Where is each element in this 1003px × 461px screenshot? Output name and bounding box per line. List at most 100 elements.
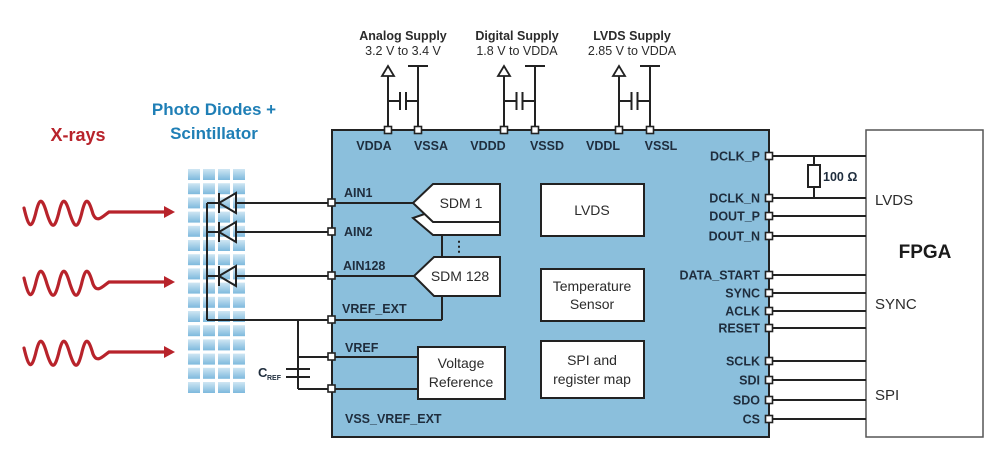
pin-vref-ext: [327, 315, 336, 324]
scintillator-cell: [218, 339, 230, 351]
xray-wave: [22, 199, 166, 227]
scintillator-cell: [203, 240, 215, 251]
scintillator-cell: [188, 353, 200, 365]
supply-arrow-icon: [496, 64, 512, 77]
scintillator-cell: [203, 183, 215, 195]
scintillator-cell: [218, 311, 230, 322]
scintillator-cell: [203, 382, 215, 393]
sdm1-block: [411, 183, 501, 223]
scintillator-cell: [218, 367, 230, 379]
pin-label-sync: SYNC: [725, 287, 760, 301]
supply-arrow-icon: [611, 64, 627, 77]
scintillator-cell: [188, 197, 200, 209]
pin-label-vssl: VSSL: [645, 139, 678, 153]
lvds-block-label: LVDS: [574, 202, 610, 218]
pin-label-reset: RESET: [718, 322, 760, 336]
scintillator-cell: [233, 296, 245, 308]
scintillator-cell: [188, 325, 200, 337]
scintillator-cell: [233, 240, 245, 251]
supply-analog-range: 3.2 V to 3.4 V: [365, 44, 441, 58]
scintillator-cell: [233, 325, 245, 337]
pin-vss-vref-ext: [327, 384, 336, 393]
scintillator-cell: [218, 353, 230, 365]
temperature-sensor-block: [540, 268, 645, 322]
pin-label-vss-vref-ext: VSS_VREF_EXT: [345, 412, 442, 426]
pin-vssl: [645, 125, 655, 135]
cref-subscript: REF: [267, 375, 282, 382]
spi-block-label-line2: register map: [553, 371, 631, 387]
scintillator-cell: [203, 296, 215, 308]
pin-sclk: [764, 356, 774, 366]
scintillator-cell: [233, 254, 245, 266]
sdm128-block: [412, 256, 501, 297]
pin-dclk-p: [764, 151, 774, 161]
photodiode-2: [217, 220, 237, 244]
pin-label-sdi: SDI: [739, 374, 760, 388]
scintillator-cell: [233, 282, 245, 294]
left-pin-markers: [327, 198, 336, 393]
pin-dclk-n: [764, 193, 774, 203]
scintillator-cell: [233, 169, 245, 180]
pin-aclk: [764, 306, 774, 316]
temperature-sensor-label-line2: Sensor: [570, 296, 615, 312]
fpga-group-sync: SYNC: [875, 296, 917, 313]
pin-label-dout-p: DOUT_P: [709, 210, 760, 224]
pin-sdi: [764, 375, 774, 385]
scintillator-cell: [188, 225, 200, 237]
fpga-group-spi: SPI: [875, 387, 899, 404]
pin-dout-p: [764, 211, 774, 221]
lvds-block: [540, 183, 645, 237]
scintillator-cell: [188, 169, 200, 180]
photodiode-1: [217, 191, 237, 215]
scintillator-cell: [218, 254, 230, 266]
pin-vssd: [530, 125, 540, 135]
scintillator-cell: [233, 268, 245, 280]
pin-label-ain1: AIN1: [344, 186, 373, 200]
scintillator-cell: [203, 211, 215, 223]
fpga-title: FPGA: [899, 242, 952, 263]
pin-label-cs: CS: [743, 413, 760, 427]
pin-vssa: [413, 125, 423, 135]
pin-vref: [327, 352, 336, 361]
voltage-reference-label-line1: Voltage: [438, 355, 485, 371]
scintillator-cell: [188, 296, 200, 308]
scintillator-cell: [203, 282, 215, 294]
scintillator-cell: [203, 254, 215, 266]
spi-register-map-block: [540, 340, 645, 399]
scintillator-cell: [233, 311, 245, 322]
pin-ain1: [327, 198, 336, 207]
scintillator-cell: [218, 282, 230, 294]
scintillator-cell: [233, 353, 245, 365]
scintillator-cell: [188, 382, 200, 393]
pin-label-vref: VREF: [345, 341, 379, 355]
supply-digital: [496, 64, 545, 135]
pin-label-vddd: VDDD: [470, 139, 505, 153]
scintillator-cell: [218, 197, 230, 209]
fpga-block: [865, 129, 984, 438]
pin-sync: [764, 288, 774, 298]
supply-lvds-title: LVDS Supply: [593, 29, 671, 43]
scintillator-cell: [188, 339, 200, 351]
right-pins: DCLK_PDCLK_NDOUT_PDOUT_NDATA_STARTSYNCAC…: [679, 150, 866, 427]
sdm-ellipsis: ⋮: [452, 238, 466, 254]
pin-label-sdo: SDO: [733, 394, 760, 408]
supply-analog: [380, 64, 428, 135]
scintillator-cell: [188, 240, 200, 251]
photodiodes-label-line1: Photo Diodes +: [152, 100, 276, 119]
pin-reset: [764, 323, 774, 333]
spi-block-label-line1: SPI and: [567, 352, 617, 368]
scintillator-cell: [188, 183, 200, 195]
pin-dout-n: [764, 231, 774, 241]
pin-sdo: [764, 395, 774, 405]
termination-resistor: [807, 156, 821, 198]
cref-label: C: [258, 365, 268, 380]
scintillator-cell: [203, 311, 215, 322]
pin-label-dclk-n: DCLK_N: [709, 192, 760, 206]
xrays-label: X-rays: [50, 125, 105, 145]
scintillator-cell: [218, 325, 230, 337]
scintillator-cell: [203, 268, 215, 280]
scintillator-cell: [233, 382, 245, 393]
scintillator-cell: [233, 183, 245, 195]
pin-label-vdda: VDDA: [356, 139, 391, 153]
